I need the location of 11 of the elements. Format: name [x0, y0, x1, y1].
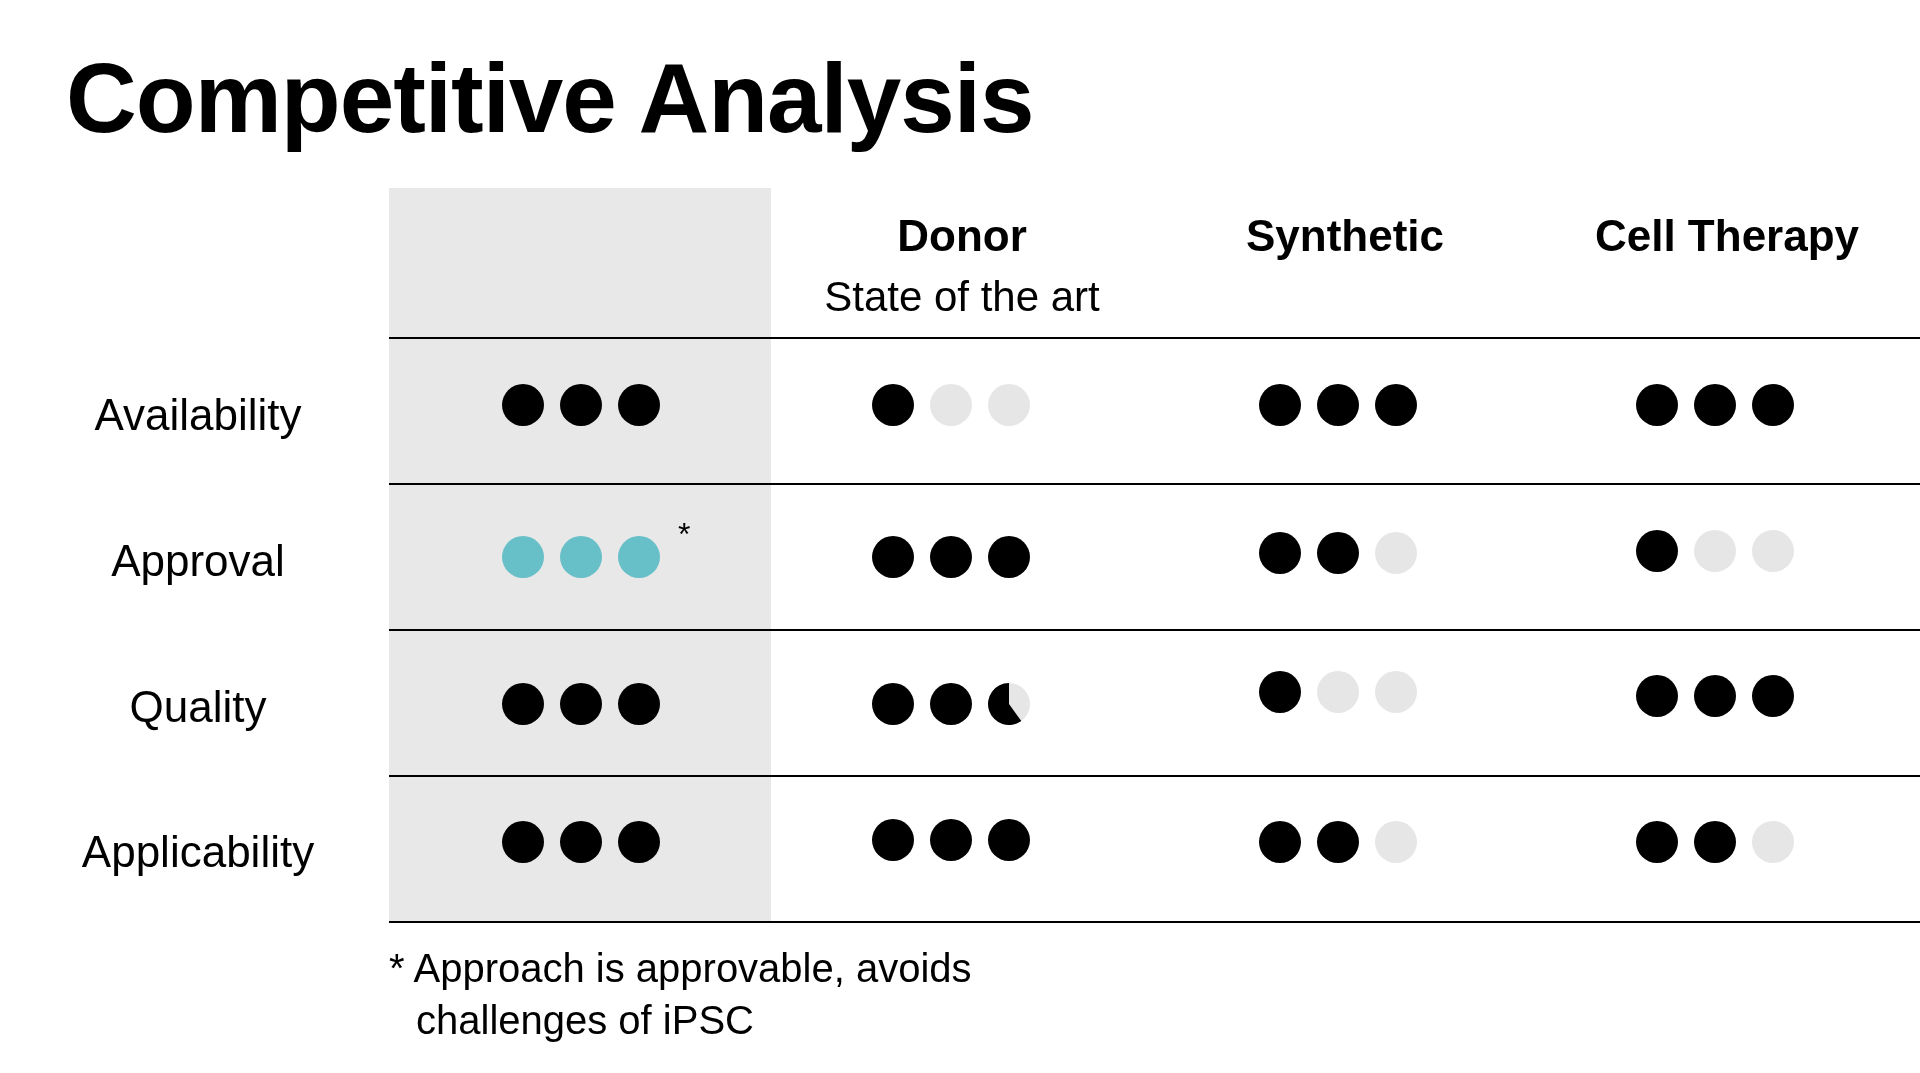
row-label: Approval — [111, 535, 285, 587]
row-label: Quality — [129, 681, 267, 733]
footnote: * Approach is approvable, avoids challenges of iPSC — [389, 945, 973, 1044]
column-subheader: State of the art — [824, 272, 1100, 322]
row-label: Availability — [94, 389, 302, 441]
title: Competitive Analysis — [66, 42, 1034, 155]
column-header: Cell Therapy — [1594, 210, 1860, 262]
column-header: Synthetic — [1246, 210, 1444, 262]
row-label: Applicability — [81, 826, 315, 878]
column-header: Donor — [897, 210, 1027, 262]
footnote-mark: * — [678, 515, 691, 554]
